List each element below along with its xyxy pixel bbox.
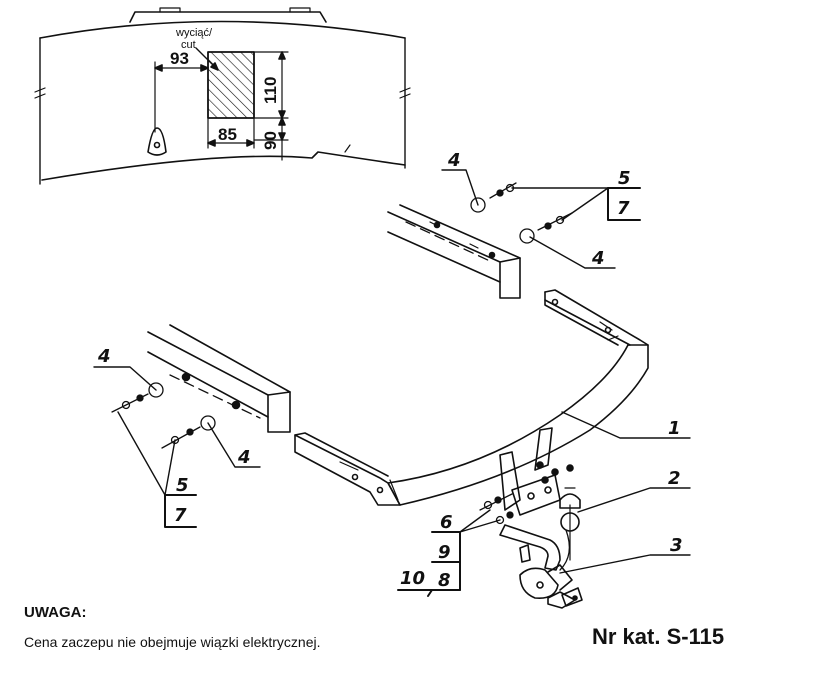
callout-ball: 2 [668, 468, 681, 489]
callout-main-bar: 1 [668, 418, 681, 439]
callout-plate-upper: 4 [447, 150, 461, 171]
ball-neck-bracket [499, 427, 581, 571]
tow-eye-lug [147, 127, 167, 156]
warning-text: Cena zaczepu nie obejmuje wiązki elektry… [24, 634, 321, 650]
warning-title: UWAGA: [24, 604, 87, 621]
bumper-top-edge-inner [129, 11, 327, 23]
callout-plate-left-lower: 4 [237, 447, 251, 468]
callout-bolt-left: 5 [176, 475, 189, 496]
callout-washer-center: 10 [400, 568, 425, 589]
callout-plate-right: 4 [591, 248, 605, 269]
callout-nut-left: 7 [174, 505, 187, 526]
left-chassis-member [147, 324, 291, 433]
bumper-top-edge [39, 20, 406, 39]
fasteners [111, 182, 573, 525]
dimension-cut-height: 110 [261, 77, 280, 104]
cut-out-area [207, 51, 255, 119]
callout-socket: 3 [670, 535, 683, 556]
electrical-socket [519, 564, 583, 609]
dimension-lower-height: 90 [261, 131, 280, 150]
catalog-number: Nr kat. S-115 [592, 624, 725, 649]
bumper-bottom-edge [41, 151, 406, 181]
callout-bolt-upper: 5 [618, 168, 631, 189]
towbar-main-bar [294, 289, 649, 506]
callout-plate-left-upper: 4 [97, 346, 111, 367]
callout-nut-center: 9 [438, 542, 451, 563]
upper-chassis-member [387, 204, 521, 299]
callout-spring-center: 8 [438, 570, 451, 591]
callout-bolt-center: 6 [440, 512, 453, 533]
callout-leaders [93, 169, 691, 597]
cut-label-line2: cut [181, 39, 196, 51]
dimension-cut-width: 85 [218, 125, 237, 144]
bumper-cut-inset: wyciąć/ cut 93 85 110 90 [34, 7, 411, 185]
callout-nut-upper: 7 [617, 198, 630, 219]
cut-label-line1: wyciąć/ [175, 27, 213, 39]
dimension-offset: 93 [170, 49, 189, 68]
